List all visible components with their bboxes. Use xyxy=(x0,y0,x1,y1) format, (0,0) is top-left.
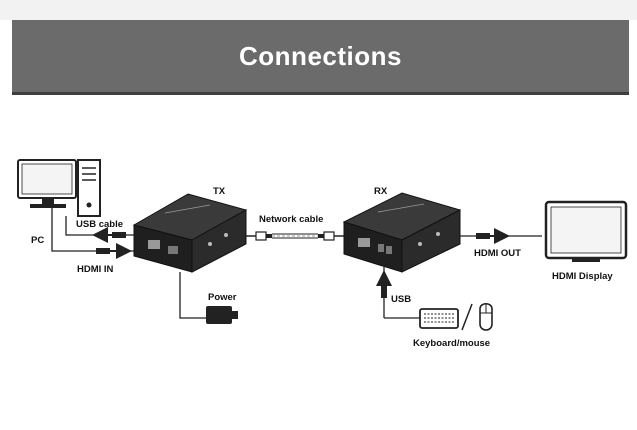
hdmi-display-icon xyxy=(544,200,628,262)
usb-cable-label: USB cable xyxy=(76,219,123,230)
slash-divider xyxy=(461,303,473,331)
title-banner: Connections xyxy=(12,20,629,95)
hdmi-out-label: HDMI OUT xyxy=(474,248,521,259)
hdmi-display-label: HDMI Display xyxy=(552,271,613,282)
power-adapter-icon xyxy=(179,272,238,324)
hdmi-in-line xyxy=(51,208,140,259)
hdmi-out-line xyxy=(460,228,542,244)
page-title: Connections xyxy=(239,40,402,71)
mouse-icon xyxy=(479,302,493,331)
tx-extender-device xyxy=(132,193,248,273)
keyboard-icon xyxy=(419,308,459,329)
usb-keyboard-line xyxy=(376,262,420,319)
usb-cable-line xyxy=(65,216,140,243)
top-strip xyxy=(0,0,637,20)
pc-label: PC xyxy=(31,235,44,246)
network-cable-label: Network cable xyxy=(259,214,323,225)
rx-label: RX xyxy=(374,186,388,197)
network-cable xyxy=(244,231,346,241)
hdmi-in-label: HDMI IN xyxy=(77,264,114,275)
power-label: Power xyxy=(208,292,237,303)
pc-icon xyxy=(17,159,101,217)
tx-label: TX xyxy=(213,186,226,197)
keyboard-mouse-label: Keyboard/mouse xyxy=(413,338,490,349)
rx-extender-device xyxy=(342,192,462,273)
usb-label: USB xyxy=(391,294,411,305)
